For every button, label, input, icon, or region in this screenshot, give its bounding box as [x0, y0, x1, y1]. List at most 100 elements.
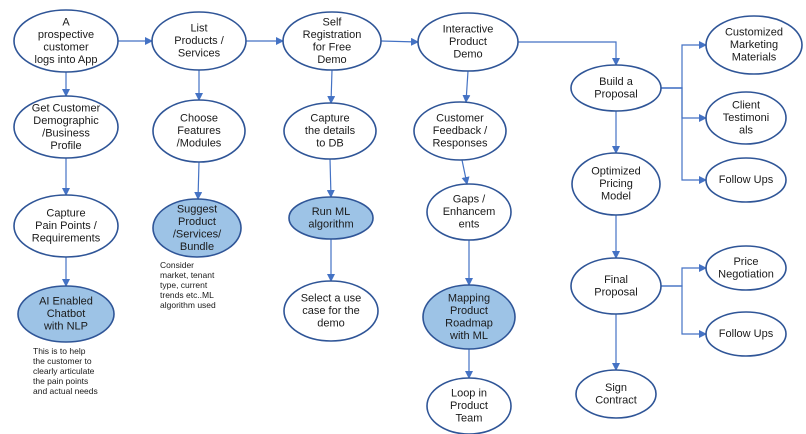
node-mapping-label-line-4: with ML [449, 330, 488, 342]
suggest-note-line-4: trends etc..ML [160, 290, 214, 300]
arrow-capture-to-runml [326, 158, 335, 198]
node-capture-shape [283, 102, 377, 160]
node-proposal-label-line-1: Build a [599, 76, 634, 88]
arrow-demo-to-feedback [462, 70, 471, 103]
arrow-demo-to-proposal [518, 41, 620, 66]
node-login-label-line-2: prospective [38, 29, 94, 41]
node-list-shape [151, 11, 247, 71]
node-gaps-label-line-1: Gaps / [453, 194, 486, 206]
node-features-label-line-2: Features [177, 125, 221, 137]
node-followups2: Follow Ups [705, 311, 787, 357]
node-sign-shape [575, 369, 657, 419]
arrow-final-to-negotiation [661, 264, 707, 287]
node-chatbot-label-line-2: Chatbot [47, 308, 86, 320]
node-usecase-shape [283, 280, 379, 342]
node-suggest-label-line-2: Product [178, 216, 216, 228]
node-list-label-line-2: Products / [174, 35, 224, 47]
node-loop-label-line-3: Team [456, 413, 483, 425]
node-testimonials-label-line-1: Client [732, 100, 760, 112]
node-loop-label-line-2: Product [450, 400, 488, 412]
node-demo-label-line-2: Product [449, 36, 487, 48]
node-followups2-shape [705, 311, 787, 357]
node-marketing-label-line-1: Customized [725, 27, 783, 39]
node-demographic-label-line-2: Demographic [33, 115, 99, 127]
node-feedback-label-line-2: Feedback / [433, 125, 488, 137]
node-pain-shape [13, 194, 119, 258]
node-capture-label-line-1: Capture [310, 113, 349, 125]
node-negotiation-label-line-1: Price [733, 256, 758, 268]
node-followups1-shape [705, 157, 787, 203]
node-sign-label-line-1: Sign [605, 382, 627, 394]
node-pricing-label-line-1: Optimized [591, 166, 641, 178]
node-testimonials-shape [705, 91, 787, 145]
arrow-proposal-to-marketing [661, 41, 707, 89]
node-marketing-shape [705, 15, 803, 75]
node-pricing-label-line-2: Pricing [599, 178, 633, 190]
node-runml-shape [288, 196, 374, 240]
node-loop-shape [426, 377, 512, 434]
node-runml-label-line-2: algorithm [308, 218, 353, 230]
node-selfreg-label-line-3: for Free [313, 41, 352, 53]
node-demo-label-line-1: Interactive [443, 24, 494, 36]
node-usecase-label-line-1: Select a use [301, 293, 362, 305]
suggest-note-line-2: market, tenant [160, 270, 215, 280]
arrow-features-to-suggest [194, 161, 203, 200]
node-login-label-line-1: A [62, 16, 70, 28]
node-list-label-line-1: List [190, 23, 207, 35]
node-features-label-line-3: /Modules [177, 138, 222, 150]
node-demographic-label-line-3: /Business [42, 127, 90, 139]
chatbot-note-line-5: and actual needs [33, 386, 98, 396]
node-suggest-label-line-1: Suggest [177, 203, 217, 215]
node-testimonials-label-line-2: Testimoni [723, 112, 769, 124]
node-marketing-label-line-2: Marketing [730, 39, 778, 51]
node-demographic-shape [13, 95, 119, 159]
chatbot-note-line-1: This is to help [33, 346, 86, 356]
arrow-proposal-to-followups1 [661, 87, 707, 184]
node-testimonials-label-line-3: als [739, 125, 754, 137]
node-pain-label-line-2: Pain Points / [35, 220, 98, 232]
node-list-label-line-3: Services [178, 48, 221, 60]
node-loop-label-line-1: Loop in [451, 388, 487, 400]
node-chatbot-label-line-3: with NLP [43, 321, 88, 333]
node-mapping-shape [422, 284, 516, 350]
node-final-label-line-1: Final [604, 274, 628, 286]
suggest-note-line-1: Consider [160, 260, 194, 270]
node-chatbot-shape [17, 285, 115, 343]
node-negotiation-shape [705, 245, 787, 291]
node-selfreg-label-line-4: Demo [317, 54, 346, 66]
node-mapping-label-line-2: Product [450, 305, 488, 317]
node-suggest-label-line-3: /Services/ [173, 228, 222, 240]
node-followups1-label-line-1: Follow Ups [719, 174, 774, 186]
chatbot-note-line-2: the customer to [33, 356, 92, 366]
node-capture-label-line-3: to DB [316, 138, 344, 150]
node-final-shape [570, 257, 662, 315]
node-login-label-line-4: logs into App [35, 54, 98, 66]
node-suggest-label-line-4: Bundle [180, 241, 214, 253]
node-login-label-line-3: customer [43, 41, 89, 53]
node-pricing-shape [571, 152, 661, 216]
node-usecase-label-line-2: case for the [302, 305, 359, 317]
node-selfreg-label-line-1: Self [323, 16, 343, 28]
